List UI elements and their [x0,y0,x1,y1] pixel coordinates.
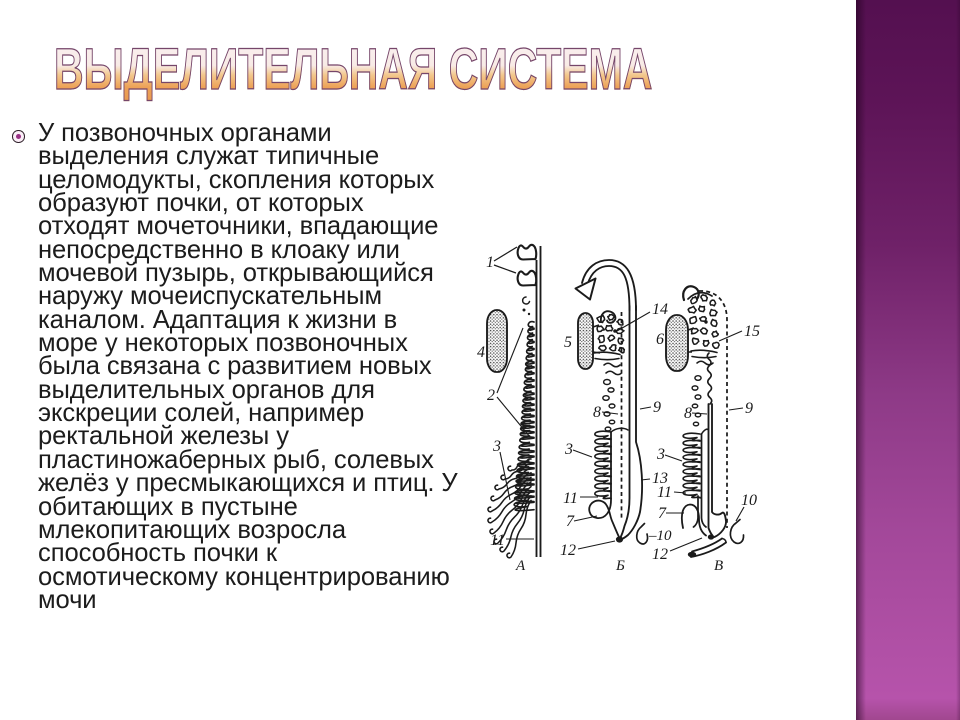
svg-text:6: 6 [656,331,664,348]
svg-text:2: 2 [487,387,495,404]
svg-text:9: 9 [745,400,753,417]
svg-text:14: 14 [652,301,668,318]
svg-text:9: 9 [653,399,661,416]
svg-text:5: 5 [564,334,572,351]
svg-text:10: 10 [741,492,757,509]
svg-text:11: 11 [490,532,505,549]
svg-text:В: В [714,558,723,574]
svg-text:3: 3 [656,446,665,463]
svg-text:12: 12 [652,546,668,563]
svg-text:13: 13 [652,470,668,487]
svg-text:1: 1 [486,254,494,271]
svg-text:8: 8 [684,405,692,422]
svg-text:15: 15 [744,323,760,340]
svg-text:4: 4 [477,344,485,361]
svg-text:7: 7 [658,505,667,522]
svg-text:Б: Б [615,558,625,574]
svg-text:7: 7 [566,513,575,530]
svg-text:3: 3 [492,438,501,455]
svg-text:8: 8 [593,404,601,421]
svg-text:А: А [515,558,526,574]
svg-text:–10: –10 [648,528,672,544]
svg-text:11: 11 [563,490,578,507]
svg-text:12: 12 [560,542,576,559]
svg-text:11: 11 [657,484,672,501]
svg-text:3: 3 [564,441,573,458]
